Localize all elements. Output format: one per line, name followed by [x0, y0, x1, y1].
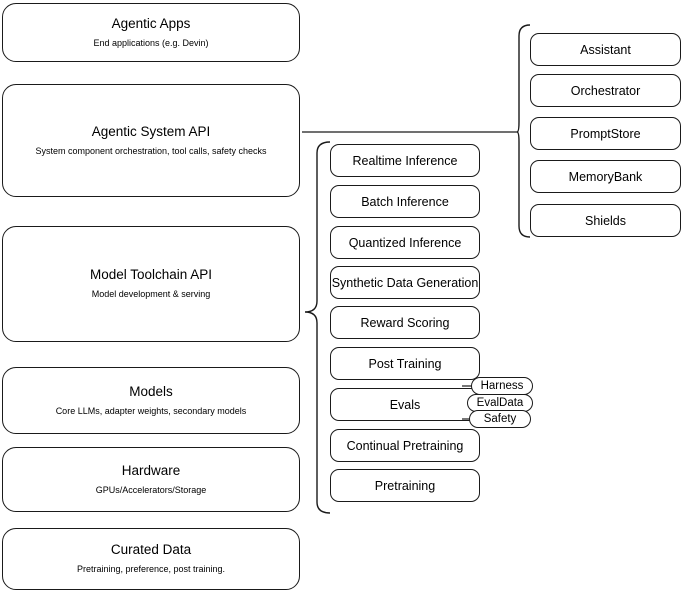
component-box-memorybank[interactable]: MemoryBank [530, 160, 681, 193]
capability-label: Realtime Inference [352, 153, 458, 168]
capability-box-realtime-inference[interactable]: Realtime Inference [330, 144, 480, 177]
capability-label: Pretraining [374, 478, 436, 493]
eval-pill-label: Harness [480, 380, 524, 392]
capability-box-reward-scoring[interactable]: Reward Scoring [330, 306, 480, 339]
layer-box-curated-data[interactable]: Curated Data Pretraining, preference, po… [2, 528, 300, 590]
layer-subtitle: End applications (e.g. Devin) [93, 37, 209, 48]
layer-box-hardware[interactable]: Hardware GPUs/Accelerators/Storage [2, 447, 300, 512]
capability-label: Continual Pretraining [346, 438, 464, 453]
capability-box-evals[interactable]: Evals [330, 388, 480, 421]
component-box-promptstore[interactable]: PromptStore [530, 117, 681, 150]
component-label: PromptStore [570, 126, 641, 141]
system-components-brace [516, 24, 531, 238]
capability-box-batch-inference[interactable]: Batch Inference [330, 185, 480, 218]
layer-title: Models [129, 383, 173, 399]
capability-label: Post Training [368, 356, 442, 371]
capability-label: Evals [389, 397, 421, 412]
layer-subtitle: Pretraining, preference, post training. [76, 564, 226, 575]
component-label: MemoryBank [568, 169, 643, 184]
capability-label: Batch Inference [361, 194, 449, 209]
layer-title: Model Toolchain API [89, 267, 213, 283]
layer-title: Agentic Apps [111, 15, 191, 31]
eval-pill-harness[interactable]: Harness [471, 377, 533, 395]
component-box-orchestrator[interactable]: Orchestrator [530, 74, 681, 107]
component-label: Assistant [580, 42, 631, 57]
eval-pill-evaldata[interactable]: EvalData [467, 394, 533, 412]
layer-box-agentic-system-api[interactable]: Agentic System API System component orch… [2, 84, 300, 197]
component-box-shields[interactable]: Shields [530, 204, 681, 237]
capability-box-pretraining[interactable]: Pretraining [330, 469, 480, 502]
eval-pill-label: EvalData [476, 397, 524, 409]
capability-label: Synthetic Data Generation [331, 275, 479, 290]
eval-pill-label: Safety [483, 413, 517, 425]
component-label: Shields [585, 213, 626, 228]
layer-box-models[interactable]: Models Core LLMs, adapter weights, secon… [2, 367, 300, 434]
component-label: Orchestrator [570, 83, 641, 98]
layer-box-agentic-apps[interactable]: Agentic Apps End applications (e.g. Devi… [2, 3, 300, 62]
layer-subtitle: Core LLMs, adapter weights, secondary mo… [55, 405, 247, 416]
capability-label: Quantized Inference [348, 235, 462, 250]
layer-subtitle: Model development & serving [91, 289, 211, 300]
capability-box-quantized-inference[interactable]: Quantized Inference [330, 226, 480, 259]
layer-box-model-toolchain-api[interactable]: Model Toolchain API Model development & … [2, 226, 300, 342]
toolchain-capabilities-brace [304, 141, 331, 514]
capability-label: Reward Scoring [360, 315, 450, 330]
layer-title: Curated Data [110, 542, 192, 558]
layer-subtitle: System component orchestration, tool cal… [35, 145, 267, 156]
capability-box-synthetic-data-generation[interactable]: Synthetic Data Generation [330, 266, 480, 299]
capability-box-post-training[interactable]: Post Training [330, 347, 480, 380]
layer-title: Agentic System API [91, 123, 211, 139]
component-box-assistant[interactable]: Assistant [530, 33, 681, 66]
layer-title: Hardware [121, 462, 181, 478]
eval-pill-safety[interactable]: Safety [469, 410, 531, 428]
capability-box-continual-pretraining[interactable]: Continual Pretraining [330, 429, 480, 462]
layer-subtitle: GPUs/Accelerators/Storage [95, 484, 207, 495]
